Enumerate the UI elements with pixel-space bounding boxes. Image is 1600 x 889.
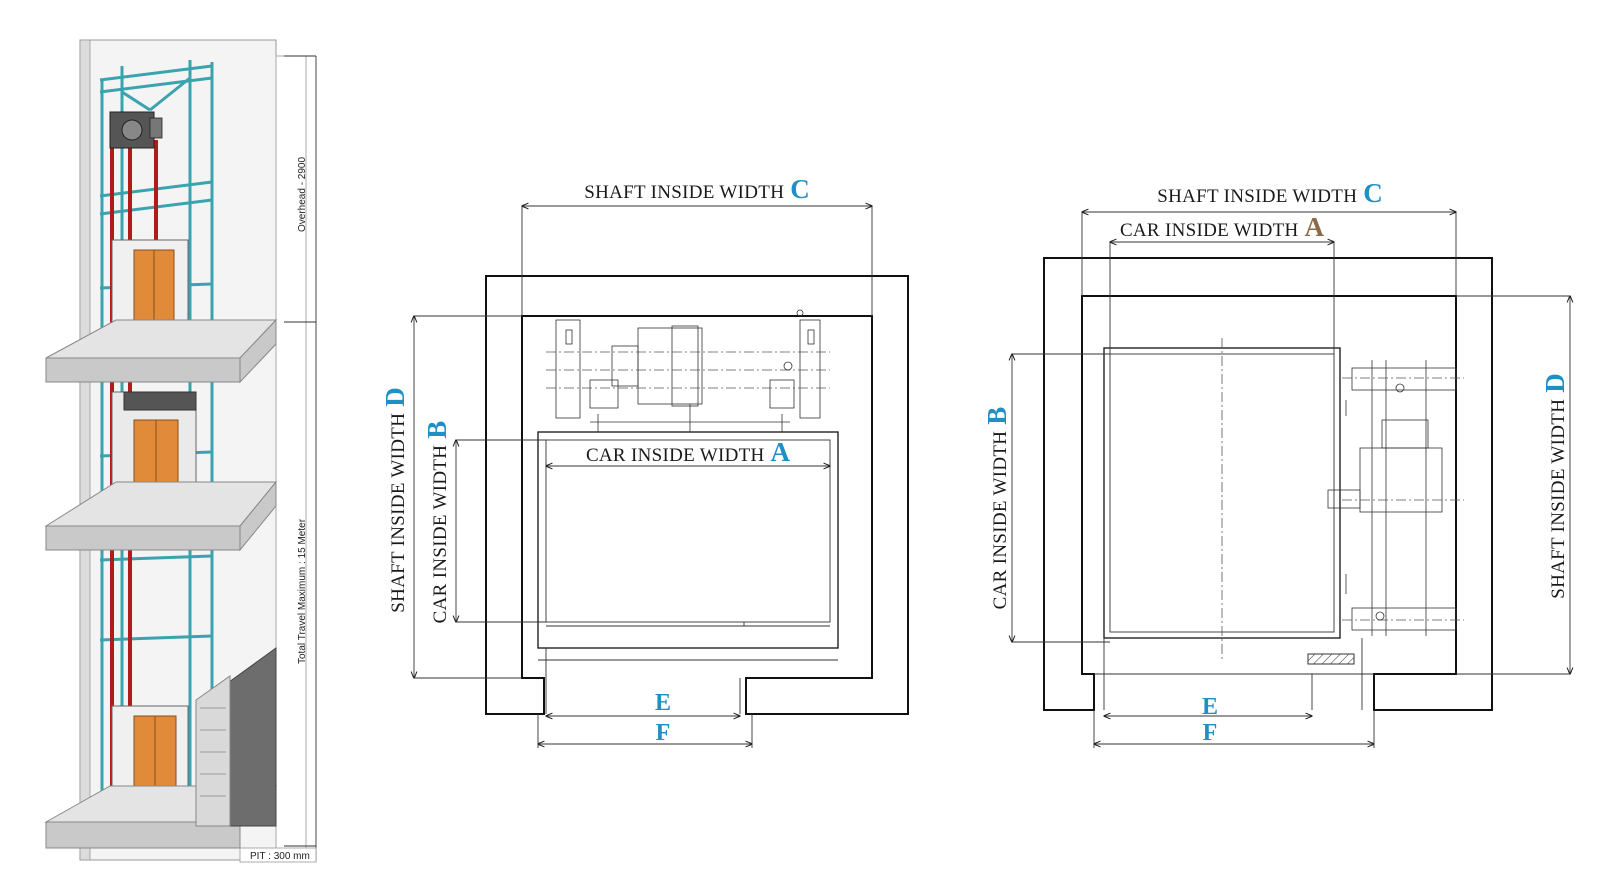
shaft-side-wall (275, 55, 307, 861)
traction-machine (109, 111, 163, 149)
shaft-left-edge (79, 39, 91, 861)
car-outline (537, 431, 839, 649)
plan1-shaft-depth-label: SHAFT INSIDE WIDTHD (380, 387, 410, 612)
height-dimension-strip: Overhead - 2900 Total Travel Maximum : 1… (239, 55, 317, 863)
total-travel-label: Total Travel Maximum : 15 Meter (297, 518, 308, 664)
plan2-shaft-depth-label: SHAFT INSIDE WIDTHD (1540, 373, 1570, 598)
plan2-e-label: E (1202, 694, 1218, 720)
floor-slab-1 (45, 318, 278, 384)
overhead-label: Overhead - 2900 (297, 157, 308, 232)
staircase (195, 647, 277, 827)
pit-label: PIT : 300 mm (250, 851, 310, 862)
door-sill-hatch (1307, 653, 1355, 665)
machine-assembly (546, 309, 830, 432)
car-inner (545, 439, 831, 623)
plan2-car-depth-label: CAR INSIDE WIDTHB (982, 407, 1012, 610)
shaft-walls (1043, 257, 1493, 711)
plan1-f-label: F (656, 720, 671, 746)
floor-slab-2 (44, 480, 278, 552)
plan1-e-label: E (655, 690, 671, 716)
side-machine-assembly (1327, 360, 1464, 636)
plan2-f-label: F (1203, 720, 1218, 746)
lift-elevation-3d: Overhead - 2900 Total Travel Maximum : 1… (44, 39, 317, 863)
plan1-car-depth-label: CAR INSIDE WIDTHB (422, 421, 452, 624)
